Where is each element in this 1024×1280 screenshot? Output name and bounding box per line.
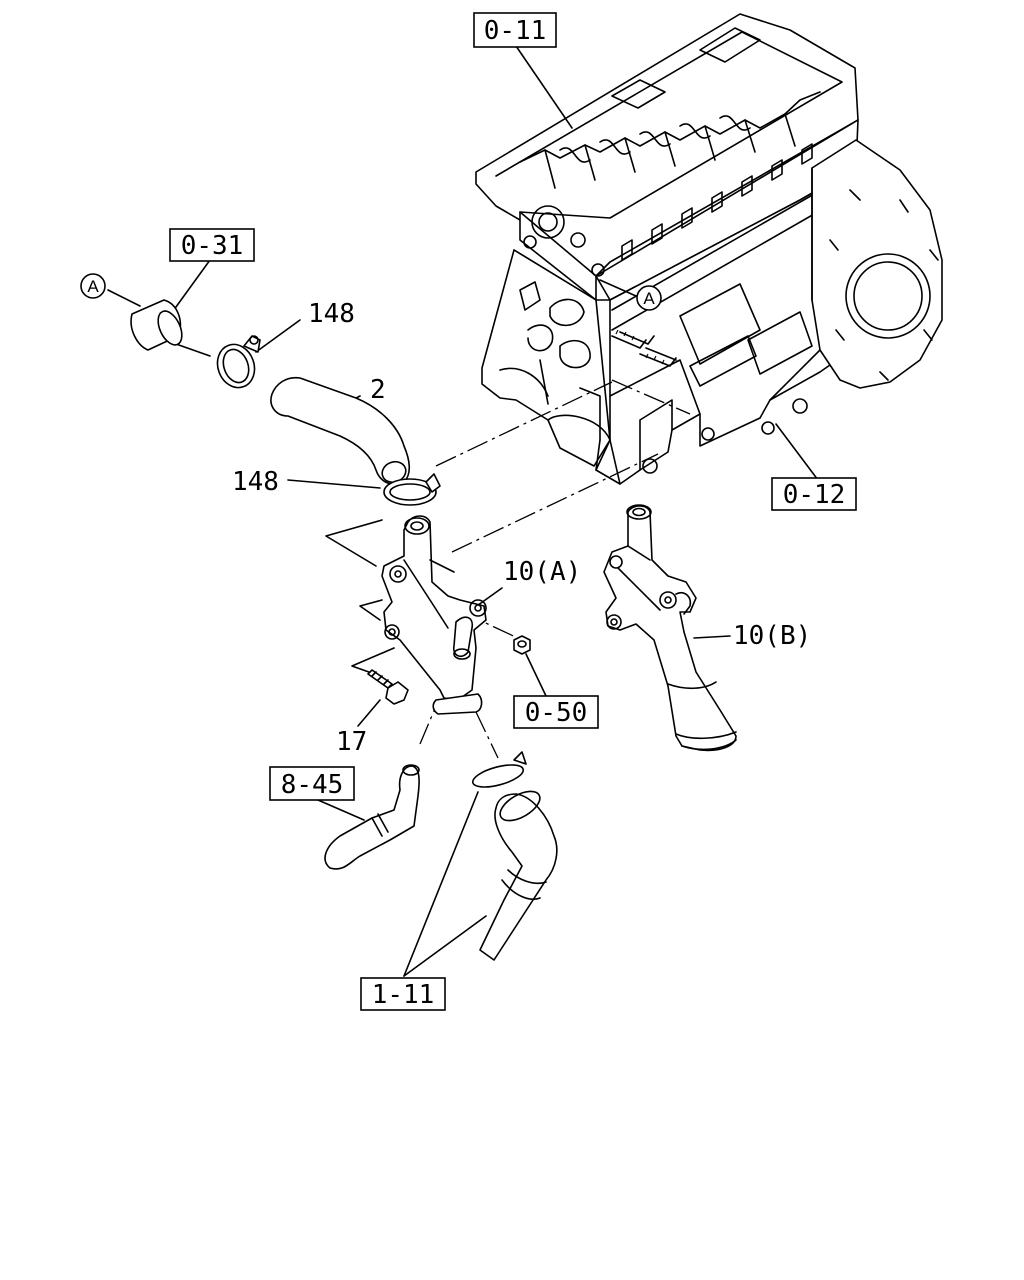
- ref-box-0-11[interactable]: 0-11: [473, 12, 557, 48]
- engine-block: [475, 13, 943, 485]
- clamp-upper: [216, 335, 261, 389]
- marker-letter: A: [643, 289, 655, 308]
- flange-nut: [513, 635, 531, 655]
- pipe-end: [130, 299, 183, 351]
- ref-label: 0-11: [484, 16, 547, 46]
- part-label-bolt: 17: [336, 727, 367, 757]
- part-label-hose: 2: [370, 375, 386, 405]
- ref-box-0-31[interactable]: 0-31: [169, 228, 255, 262]
- thermostat-housing-a: [381, 515, 487, 715]
- marker-letter: A: [87, 277, 99, 296]
- ref-label: 0-50: [525, 698, 588, 728]
- part-label-clamp-lower: 148: [232, 467, 279, 497]
- coolant-hose: [270, 376, 411, 486]
- part-label-housing-a: 10(A): [503, 557, 581, 587]
- bypass-hose: [324, 764, 420, 870]
- ref-box-1-11[interactable]: 1-11: [360, 977, 446, 1011]
- part-label-clamp-upper: 148: [308, 299, 355, 329]
- bolt: [367, 669, 409, 705]
- radiator-hose: [471, 751, 558, 961]
- clamp-lower: [383, 473, 441, 506]
- ref-box-8-45[interactable]: 8-45: [269, 766, 355, 801]
- marker-a-left: A: [80, 273, 106, 299]
- ref-box-0-12[interactable]: 0-12: [771, 477, 857, 511]
- thermostat-housing-b: [603, 504, 737, 752]
- ref-label: 8-45: [281, 770, 344, 800]
- part-label-housing-b: 10(B): [733, 621, 811, 651]
- ref-label: 0-31: [181, 231, 244, 261]
- marker-a-engine: A: [636, 285, 662, 311]
- ref-label: 0-12: [783, 480, 846, 510]
- ref-box-0-50[interactable]: 0-50: [513, 695, 599, 729]
- ref-label: 1-11: [372, 980, 435, 1010]
